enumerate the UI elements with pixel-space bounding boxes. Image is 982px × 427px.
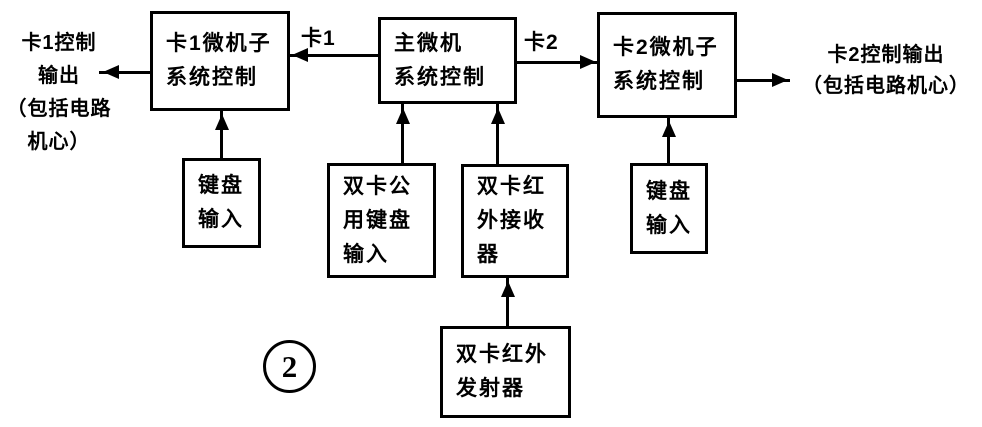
- box-shared-kb-label: 双卡公 用键盘 输入: [343, 174, 412, 266]
- box-ir-rx-label: 双卡红 外接收 器: [477, 175, 546, 266]
- arrow-card2-to-right-output-line: [737, 79, 790, 82]
- arrow-right-icon: [580, 55, 596, 69]
- box-infrared-receiver: 双卡红 外接收 器: [461, 164, 569, 278]
- label-card2-control-output: 卡2控制输出 （包括电路机心）: [802, 44, 970, 97]
- arrow-irtx-to-irrx-line: [506, 278, 509, 326]
- arrow-kb1-to-card1-line: [220, 111, 223, 158]
- figure-number: 2: [281, 348, 298, 384]
- box-keyboard-input-card1: 键盘 输入: [182, 158, 261, 248]
- arrow-main-to-card2-line: [517, 61, 597, 64]
- arrow-left-icon: [292, 48, 308, 62]
- box-card2-subsystem-control: 卡2微机子 系统控制: [597, 12, 737, 118]
- label-bus-card2: 卡2: [524, 31, 559, 54]
- arrow-card1-to-left-output-line: [99, 71, 150, 74]
- arrow-kb2-to-card2-line: [667, 118, 670, 163]
- arrow-up-icon: [396, 108, 410, 124]
- arrow-right-icon: [772, 73, 788, 87]
- box-shared-keyboard-input: 双卡公 用键盘 输入: [327, 163, 436, 278]
- figure-number-badge: 2: [263, 340, 316, 393]
- label-bus-card1: 卡1: [301, 27, 336, 50]
- arrow-irrx-to-main-line: [496, 104, 499, 164]
- box-kb1-label: 键盘 输入: [198, 174, 244, 231]
- box-infrared-transmitter: 双卡红外 发射器: [440, 326, 571, 418]
- box-ir-tx-label: 双卡红外 发射器: [456, 343, 548, 400]
- box-card1-label: 卡1微机子 系统控制: [166, 32, 272, 89]
- box-card2-label: 卡2微机子 系统控制: [613, 36, 719, 93]
- box-main-microcomputer-control: 主微机 系统控制: [378, 17, 517, 104]
- box-kb2-label: 键盘 输入: [646, 179, 692, 237]
- arrow-up-icon: [491, 108, 505, 124]
- arrow-up-icon: [501, 281, 515, 297]
- box-card1-subsystem-control: 卡1微机子 系统控制: [150, 11, 290, 111]
- arrow-left-icon: [103, 65, 119, 79]
- box-main-label: 主微机 系统控制: [394, 31, 486, 89]
- arrow-up-icon: [215, 114, 229, 130]
- arrow-up-icon: [662, 121, 676, 137]
- label-card1-control-output: 卡1控制 输出 （包括电路 机心）: [6, 32, 112, 153]
- arrow-main-to-card1-line: [290, 54, 378, 57]
- arrow-sharedkb-to-main-line: [401, 104, 404, 163]
- box-keyboard-input-card2: 键盘 输入: [630, 163, 708, 254]
